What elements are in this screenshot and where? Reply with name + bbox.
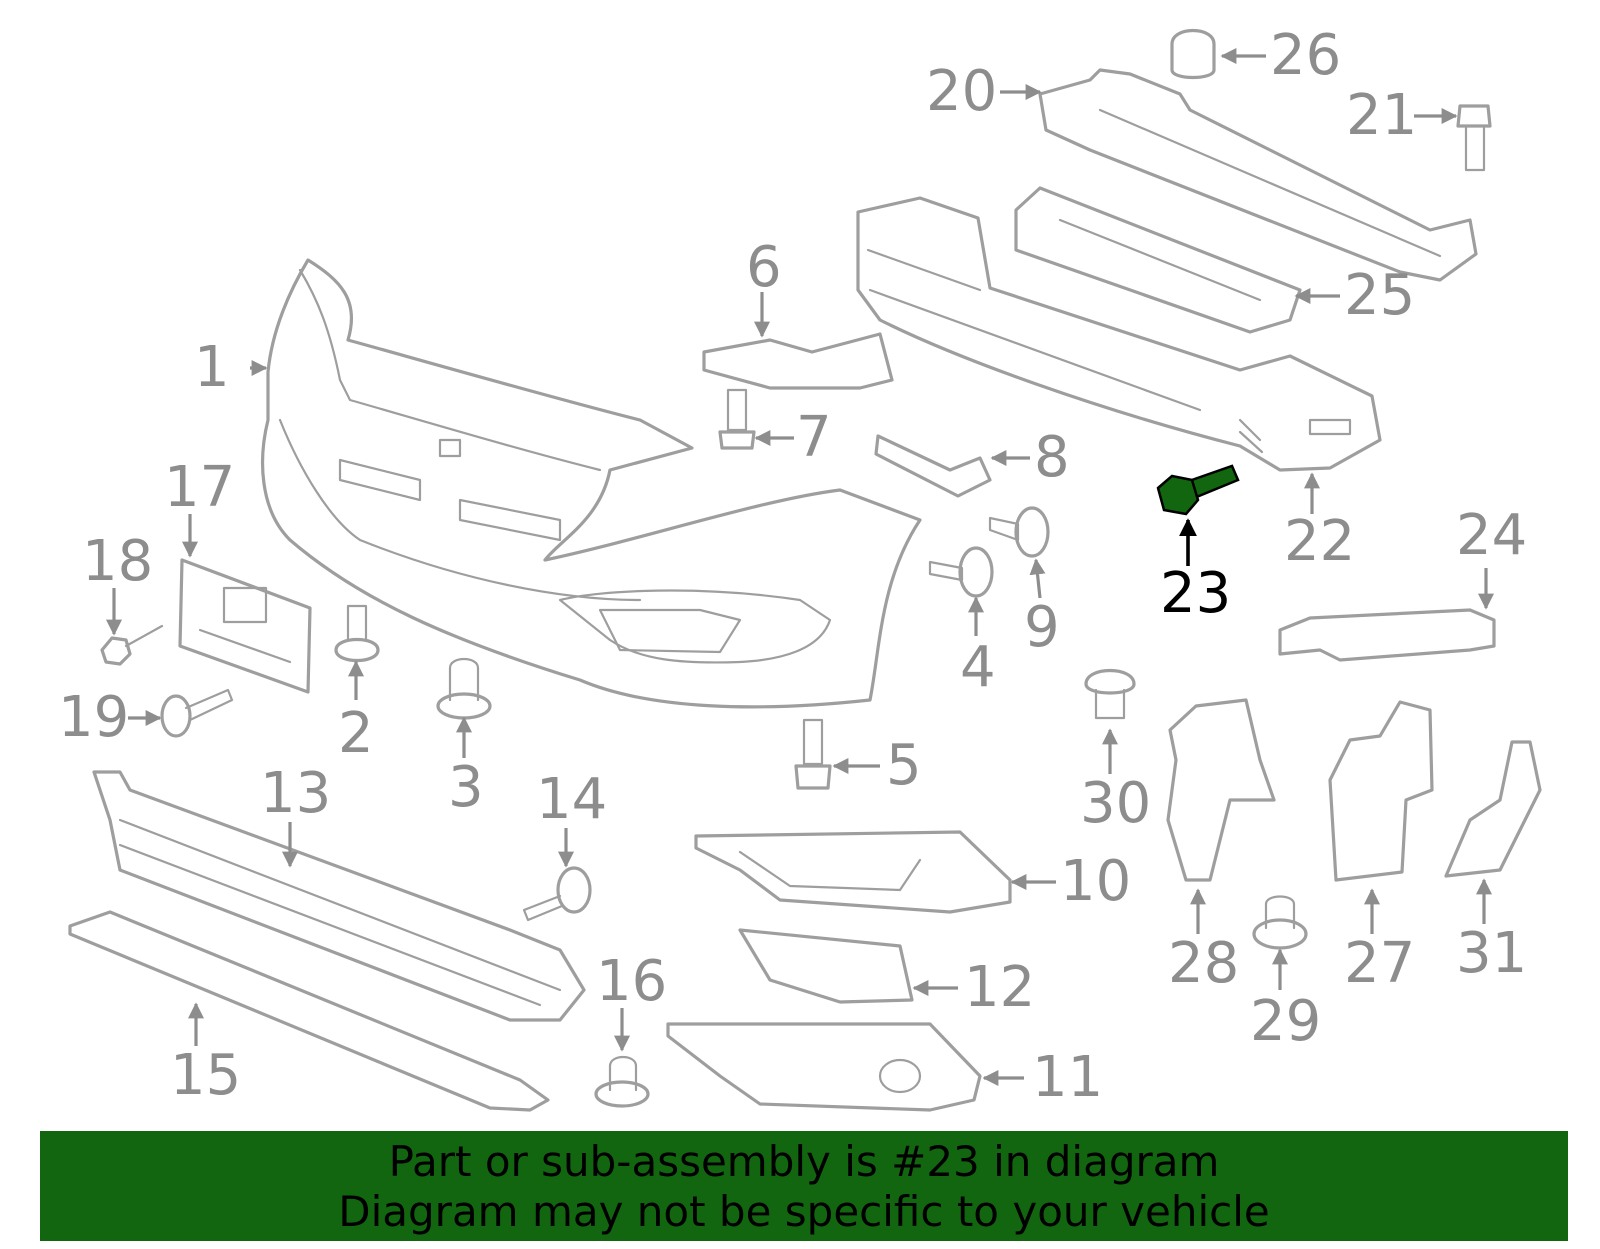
part-23-bolt-highlighted [1156,464,1240,516]
label-15: 15 [170,1043,241,1108]
label-17: 17 [164,455,235,520]
label-26: 26 [1270,23,1341,88]
part-29-clip [1252,895,1308,950]
part-7-bolt [718,388,756,450]
label-22: 22 [1284,509,1355,574]
part-30-clip [1084,668,1136,720]
part-5-bolt [794,718,832,790]
part-12-cover [738,928,914,1004]
part-24-bracket [1278,608,1496,662]
label-27: 27 [1344,931,1415,996]
part-11-fog-bezel [666,1022,982,1112]
label-24: 24 [1456,503,1527,568]
part-3-clip [436,657,492,720]
part-13-grille [92,770,586,1022]
part-6-bracket [702,332,894,390]
label-2: 2 [338,701,374,766]
part-18-bolt [100,624,164,666]
label-31: 31 [1456,921,1527,986]
label-18: 18 [82,529,153,594]
label-1: 1 [194,335,230,400]
part-27-bracket [1328,700,1434,882]
part-1-bumper-cover [260,258,922,709]
part-4-clip [928,546,994,598]
label-7: 7 [796,405,832,470]
label-28: 28 [1168,931,1239,996]
label-4: 4 [960,635,996,700]
part-16-clip [594,1055,650,1108]
label-23: 23 [1160,561,1231,626]
part-28-bracket [1166,698,1276,882]
part-14-screw [522,866,592,922]
label-5: 5 [886,733,922,798]
label-21: 21 [1346,83,1417,148]
label-29: 29 [1250,989,1321,1054]
leader-lines [106,48,1494,1086]
part-26-clip [1170,29,1216,80]
label-14: 14 [536,767,607,832]
part-8-strip [874,434,992,498]
part-20-upper-beam [1038,68,1478,282]
part-25-absorber-upper [1014,186,1302,334]
label-25: 25 [1344,263,1415,328]
label-19: 19 [58,685,129,750]
part-9-clip [988,506,1050,558]
callout-labels: 1 2 3 4 5 6 7 8 9 10 11 12 13 14 15 16 1… [58,23,1527,1110]
label-16: 16 [596,949,667,1014]
banner-line-1: Part or sub-assembly is #23 in diagram [388,1137,1220,1186]
label-30: 30 [1080,771,1151,836]
part-19-screw [160,688,234,738]
part-15-lower-strip [68,910,550,1112]
label-9: 9 [1024,595,1060,660]
label-20: 20 [926,59,997,124]
part-21-bolt [1456,104,1492,172]
label-12: 12 [964,955,1035,1020]
part-22-absorber [856,196,1382,472]
label-10: 10 [1060,849,1131,914]
info-banner: Part or sub-assembly is #23 in diagram D… [40,1131,1568,1241]
label-8: 8 [1034,425,1070,490]
leader-9 [1029,558,1046,599]
part-17-license-bracket [178,558,312,694]
label-11: 11 [1032,1045,1103,1110]
label-13: 13 [260,761,331,826]
banner-line-2: Diagram may not be specific to your vehi… [338,1187,1270,1236]
part-2-bolt [334,604,380,662]
label-6: 6 [746,235,782,300]
part-31-bracket [1444,740,1542,878]
part-10-fog-bezel [694,830,1012,914]
label-3: 3 [448,755,484,820]
